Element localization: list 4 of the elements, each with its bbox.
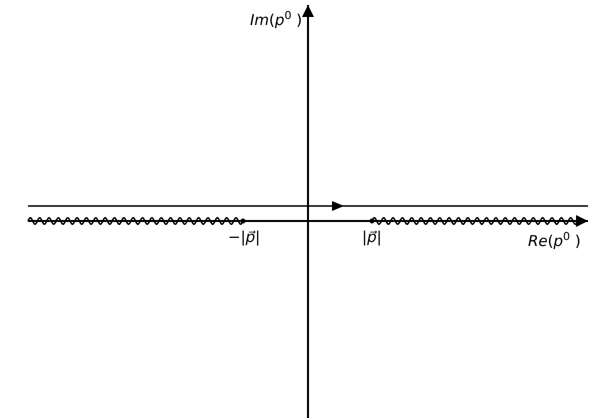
branch-point-label: −|p⃗|	[228, 230, 260, 245]
real-axis-label: Re(p$^{0}$ )	[528, 231, 581, 249]
imaginary-axis-label: Im(p$^{0}$ )	[250, 10, 302, 28]
branch-point-label: |p⃗|	[362, 230, 382, 245]
